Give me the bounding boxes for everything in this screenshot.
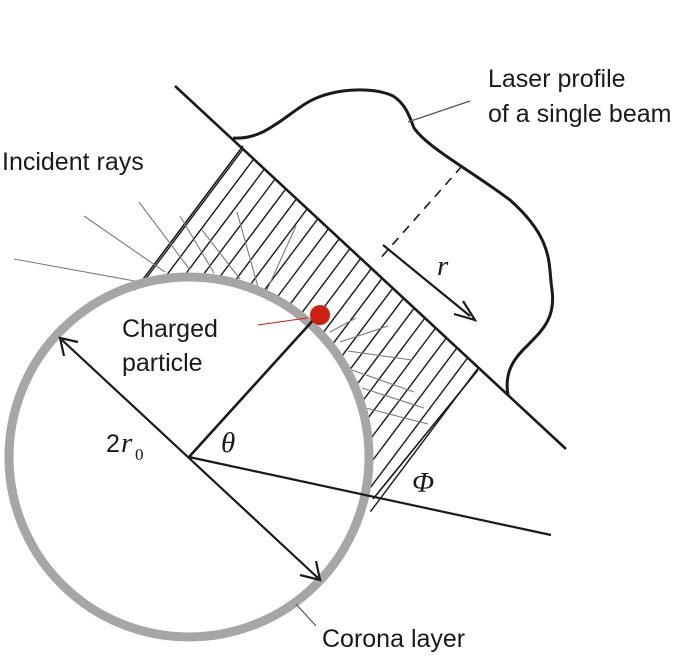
hatch-line: [368, 327, 437, 418]
diameter-arrow-head-end: [299, 560, 322, 582]
phi-label: Φ: [412, 467, 434, 499]
corona-circle: [4, 272, 374, 642]
hatch-line: [369, 357, 469, 488]
charged-particle-label-line2: particle: [122, 349, 203, 377]
hatch-line: [203, 178, 276, 275]
beam-boundary-line: [174, 85, 567, 450]
hatch-line: [166, 158, 255, 275]
radius-to-particle: [188, 316, 317, 458]
diameter-arrow-line: [61, 339, 319, 579]
incident-rays: [13, 201, 429, 425]
laser-profile-leader: [407, 100, 471, 123]
beam-edge-lower: [372, 369, 479, 500]
hatch-line: [341, 287, 394, 356]
phi-reference-line: [188, 455, 552, 537]
beam-edge-upper: [134, 145, 244, 291]
hatch-line: [371, 337, 447, 438]
hatch-line: [349, 297, 405, 370]
diameter-subscript: 0: [135, 445, 144, 464]
hatch-line: [323, 267, 372, 333]
hatch-line: [185, 168, 265, 274]
hatch-line: [145, 148, 244, 279]
r-arrow-line: [382, 244, 471, 317]
hatch-line: [357, 307, 415, 384]
hatch-line: [332, 277, 383, 344]
diameter-coefficient: 2: [106, 430, 120, 458]
radius-label: r: [437, 250, 449, 282]
hatch-line: [250, 208, 308, 285]
beam-hatching: [145, 148, 479, 513]
laser-profile-label-line2: of a single beam: [488, 100, 671, 128]
diameter-arrow-head-start: [58, 336, 79, 357]
hatch-line: [277, 228, 330, 297]
diameter-variable: r: [121, 427, 133, 459]
hatch-line: [220, 188, 287, 277]
incident-rays-label: Incident rays: [2, 148, 144, 176]
hatch-line: [290, 238, 340, 305]
corona-layer-label: Corona layer: [322, 625, 465, 653]
hatch-line: [264, 218, 319, 290]
corona-leader: [295, 603, 317, 627]
beam-axis-dashed: [377, 165, 463, 262]
charged-particle-label-line1: Charged: [122, 315, 218, 343]
hatch-line: [235, 198, 298, 280]
charged-particle: [310, 305, 330, 325]
r-arrow-head: [453, 300, 478, 322]
hatch-line: [363, 317, 426, 400]
hatch-line: [372, 347, 458, 461]
particle-leader: [257, 317, 308, 326]
laser-profile-label-line1: Laser profile: [488, 65, 626, 93]
laser-profile-curve: [232, 88, 555, 396]
hatch-line: [301, 248, 351, 313]
theta-label: θ: [221, 427, 235, 459]
